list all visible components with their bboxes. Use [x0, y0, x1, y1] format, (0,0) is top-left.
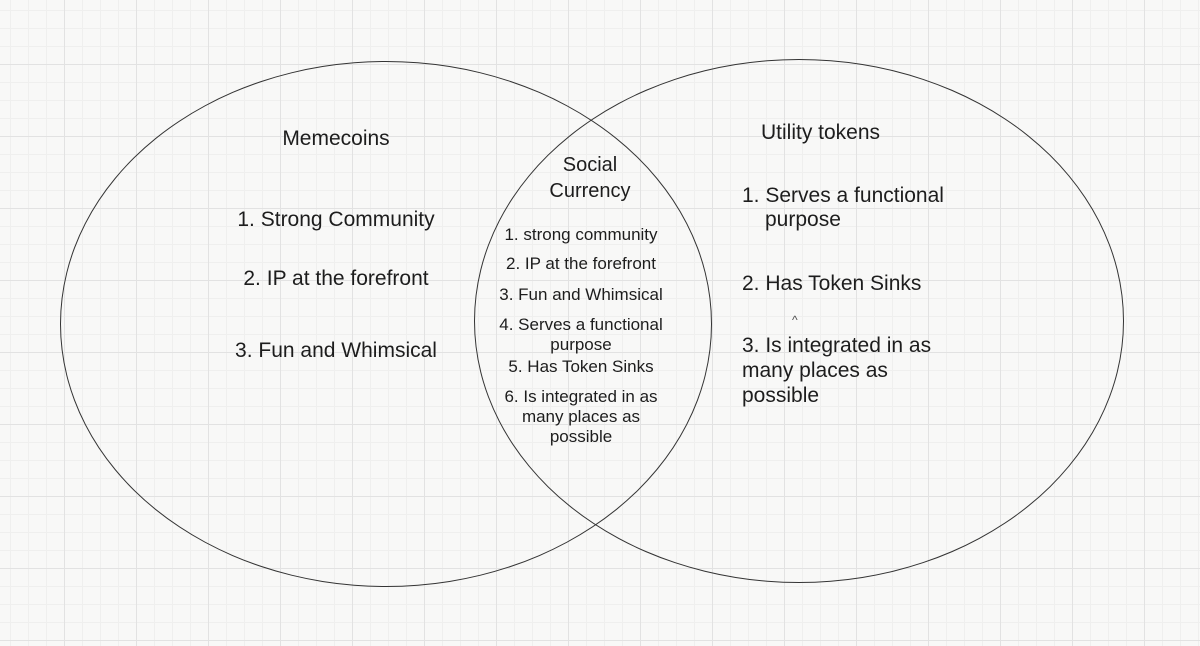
left-list-item[interactable]: 1. Strong Community: [237, 208, 435, 231]
intersection-list-item[interactable]: 5. Has Token Sinks: [508, 357, 654, 376]
stray-caret-mark[interactable]: ^: [792, 313, 798, 327]
left-circle-title[interactable]: Memecoins: [282, 127, 390, 150]
right-list-item[interactable]: 3. Is integrated in as many places as po…: [742, 334, 932, 407]
right-list-item[interactable]: 2. Has Token Sinks: [742, 272, 922, 295]
intersection-list-item[interactable]: 6. Is integrated in as many places as po…: [504, 387, 658, 446]
right-circle-shape[interactable]: [474, 59, 1124, 583]
right-list-item[interactable]: 1. Serves a functional purpose: [742, 184, 944, 231]
left-list-item[interactable]: 2. IP at the forefront: [243, 267, 429, 290]
left-list-item[interactable]: 3. Fun and Whimsical: [235, 339, 437, 362]
intersection-list-item[interactable]: 1. strong community: [504, 225, 658, 244]
intersection-list-item[interactable]: 2. IP at the forefront: [506, 254, 656, 273]
intersection-list-item[interactable]: 4. Serves a functional purpose: [499, 315, 663, 354]
intersection-list-item[interactable]: 3. Fun and Whimsical: [499, 285, 663, 304]
intersection-title[interactable]: Social Currency: [549, 154, 631, 202]
right-circle-title[interactable]: Utility tokens: [761, 121, 881, 144]
